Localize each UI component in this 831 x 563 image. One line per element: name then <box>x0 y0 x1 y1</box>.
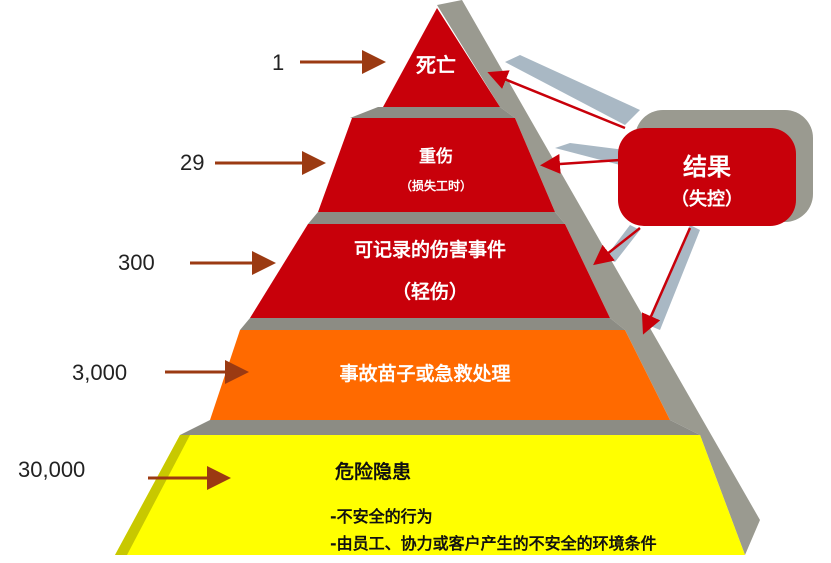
tier-5-bullet: -不安全的行为 <box>330 507 433 526</box>
tier-2-sub: （损失工时） <box>400 178 472 193</box>
tier-5-edge <box>115 435 190 555</box>
tier-3-sub: （轻伤） <box>392 280 468 303</box>
tier-2 <box>318 118 555 212</box>
callout-sub: （失控） <box>671 188 743 210</box>
tier-5-label: 危险隐患 <box>335 460 411 483</box>
band <box>240 318 625 330</box>
count-29: 29 <box>180 150 204 175</box>
count-30000: 30,000 <box>18 457 85 482</box>
callout-arrow-shaft <box>605 225 640 262</box>
band <box>180 420 700 435</box>
callout-arrow-icon <box>641 227 692 335</box>
callout-arrow-shaft <box>648 225 700 330</box>
tier-4 <box>210 330 670 420</box>
callout-box <box>618 128 796 226</box>
tier-1-label: 死亡 <box>416 53 456 77</box>
tier-4-label: 事故苗子或急救处理 <box>339 362 510 385</box>
tier-1 <box>383 8 500 107</box>
tier-3-label: 可记录的伤害事件 <box>354 238 506 261</box>
callout-arrow-icon <box>593 227 641 266</box>
count-1: 1 <box>272 50 284 75</box>
count-300: 300 <box>118 250 155 275</box>
callout-arrow-shaft <box>505 55 640 125</box>
tier-5-bullet: -由员工、协力或客户产生的不安全的环境条件 <box>330 534 657 553</box>
callout-arrow-icon <box>487 70 626 130</box>
tier-5 <box>115 435 745 555</box>
tier-2-label: 重伤 <box>419 146 453 167</box>
callout-arrow-shaft <box>555 143 625 165</box>
count-3000: 3,000 <box>72 360 127 385</box>
tier-3 <box>250 224 610 318</box>
pyramid-side-shade <box>437 0 760 555</box>
band <box>308 212 565 224</box>
callout-title: 结果 <box>683 153 731 181</box>
band <box>350 107 515 118</box>
callout-arrow-icon <box>540 154 621 174</box>
